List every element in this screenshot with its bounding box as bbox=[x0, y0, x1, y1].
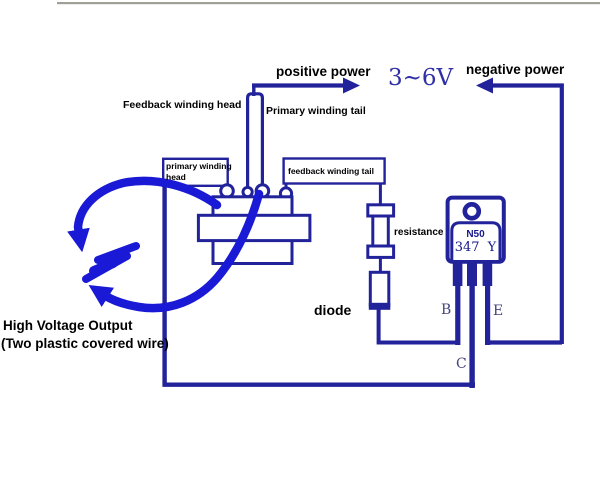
transformer-bottom-plate bbox=[211, 238, 294, 265]
transistor-leg-c bbox=[469, 284, 475, 388]
negative-power-label: negative power bbox=[466, 62, 565, 77]
annotation-scribble-blob bbox=[89, 258, 118, 276]
handdrawn-annotations bbox=[67, 176, 264, 313]
resistance-body bbox=[371, 212, 390, 251]
positive-arrowhead-icon bbox=[343, 77, 360, 94]
primary-winding-head-label: primary winding head bbox=[166, 161, 232, 183]
annotation-arrow-lower bbox=[88, 189, 264, 313]
wire-diode-to-base bbox=[376, 308, 459, 345]
transistor-package bbox=[445, 195, 506, 388]
resistance-bottom-cap bbox=[366, 244, 396, 259]
diode-cathode-band bbox=[368, 302, 391, 310]
diode-body bbox=[368, 270, 391, 307]
pin-label-base: B bbox=[441, 302, 452, 318]
feedback-winding-tail-box bbox=[282, 157, 386, 185]
feedback-winding-tail-label: feedback winding tail bbox=[288, 166, 374, 176]
resistance-top-cap bbox=[366, 203, 396, 218]
transistor-leg-e-wide bbox=[482, 261, 493, 286]
high-voltage-output-line1: High Voltage Output bbox=[3, 318, 133, 333]
transformer-terminal-2 bbox=[241, 185, 254, 199]
wire-winding-lead-pair bbox=[246, 92, 264, 189]
resistance-label: resistance bbox=[394, 227, 444, 238]
primary-winding-head-box bbox=[161, 157, 229, 188]
wire-negative-rail bbox=[490, 83, 564, 344]
transistor-leg-b bbox=[455, 284, 461, 345]
transistor-body bbox=[450, 221, 502, 263]
top-divider-line bbox=[57, 2, 600, 5]
transistor-leg-e bbox=[485, 284, 491, 345]
transistor-marking-line1: N50 bbox=[466, 229, 485, 240]
transistor-marking-line2: 347 Y bbox=[454, 240, 497, 255]
transistor-leg-c-wide bbox=[467, 261, 477, 286]
transistor-mounting-hole bbox=[462, 202, 482, 221]
resistance-component bbox=[366, 203, 396, 259]
pin-label-collector: C bbox=[456, 356, 467, 372]
primary-winding-head-line1: primary winding bbox=[166, 161, 232, 171]
feedback-winding-head-label: Feedback winding head bbox=[123, 99, 242, 111]
annotation-arrow-upper bbox=[67, 176, 222, 253]
negative-arrowhead-icon bbox=[476, 77, 493, 94]
primary-winding-head-line2: head bbox=[166, 172, 186, 183]
high-voltage-output-line2: (Two plastic covered wire) bbox=[1, 336, 169, 351]
pin-label-emitter: E bbox=[493, 303, 504, 319]
diode-component bbox=[368, 270, 391, 310]
wire-primary-head-to-collector bbox=[162, 184, 475, 387]
transistor-leg-b-wide bbox=[452, 261, 463, 286]
diode-label: diode bbox=[314, 302, 352, 318]
voltage-label: 3~6V bbox=[388, 65, 454, 91]
primary-winding-tail-label: Primary winding tail bbox=[266, 105, 366, 117]
positive-power-label: positive power bbox=[276, 64, 371, 79]
